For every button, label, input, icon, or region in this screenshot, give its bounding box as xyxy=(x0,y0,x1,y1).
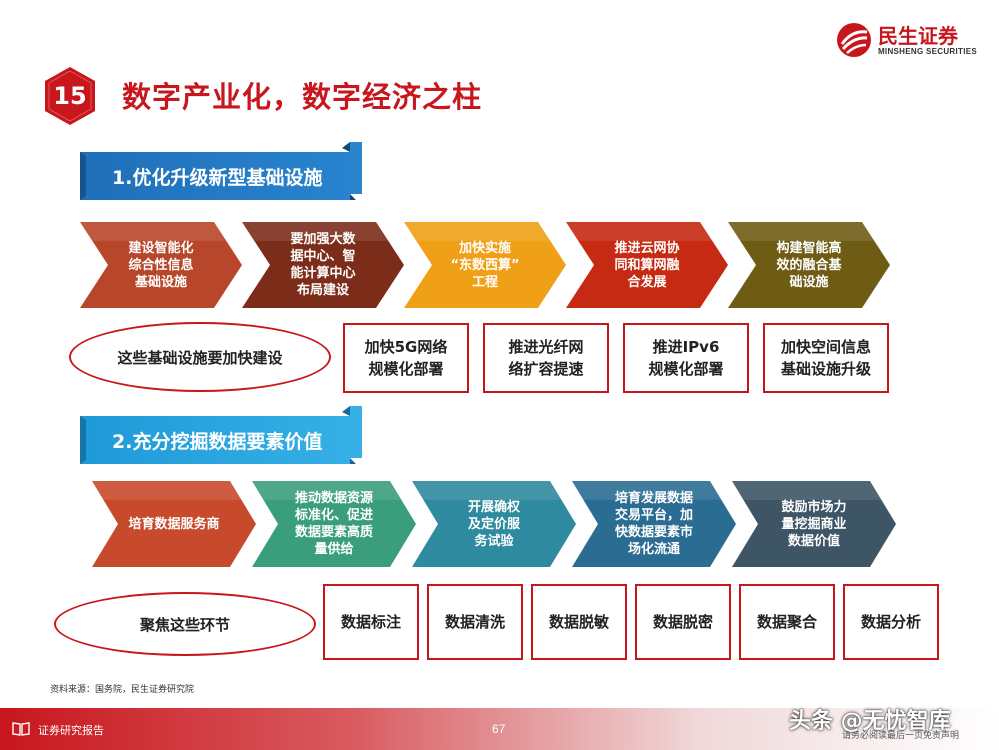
section2-box: 数据脱密 xyxy=(635,584,731,660)
page-title: 数字产业化，数字经济之柱 xyxy=(122,80,483,114)
section2-box: 数据脱敏 xyxy=(531,584,627,660)
section2-chevron-shape xyxy=(92,481,256,567)
section2-step-label: 培育数据服务商 xyxy=(128,516,220,532)
section2-chevron-shape xyxy=(252,481,416,567)
section-number: 15 xyxy=(53,82,87,110)
section1-box: 推进光纤网 络扩容提速 xyxy=(483,323,609,393)
section1-title: 1.优化升级新型基础设施 xyxy=(112,166,323,189)
brand-logo: 民生证券 MINSHENG SECURITIES xyxy=(836,22,977,58)
section1-step-label: 推进云网协 同和算网融 合发展 xyxy=(614,240,680,290)
section2-summary-ellipse: 聚焦这些环节 xyxy=(54,592,316,656)
footer-label: 证券研究报告 xyxy=(38,724,104,737)
section2-box: 数据标注 xyxy=(323,584,419,660)
section1-step-label: 加快实施 “东数西算” 工程 xyxy=(450,240,520,290)
section1-chevron-shape xyxy=(566,222,728,308)
section2-chevron-shape xyxy=(732,481,896,567)
section1-banner: 1.优化升级新型基础设施 xyxy=(80,142,362,204)
footer-bar: 证券研究报告 67 请务必阅读最后一页免责声明 xyxy=(0,708,999,750)
source-note: 资料来源：国务院，民生证券研究院 xyxy=(50,685,195,695)
brand-name-en: MINSHENG SECURITIES xyxy=(877,46,977,56)
section2-chevron-shape xyxy=(412,481,576,567)
section1-box: 加快空间信息 基础设施升级 xyxy=(763,323,889,393)
section2-step-label: 培育发展数据 交易平台，加 快数据要素市 场化流通 xyxy=(614,491,693,557)
section1-step-label: 构建智能高 效的融合基 础设施 xyxy=(776,240,842,290)
minsheng-logo-icon xyxy=(836,23,871,57)
section2-box: 数据清洗 xyxy=(427,584,523,660)
section1-chevron-shape xyxy=(404,222,566,308)
section2-chevron-shape xyxy=(572,481,736,567)
section1-chevron-shape xyxy=(728,222,890,308)
section1-step-label: 要加强大数 据中心、智 能计算中心 布局建设 xyxy=(290,232,356,298)
section1-step-label: 建设智能化 综合性信息 基础设施 xyxy=(128,240,194,290)
section-number-badge xyxy=(45,67,95,125)
section1-box: 加快5G网络 规模化部署 xyxy=(343,323,469,393)
section2-step-label: 鼓励市场力 量挖掘商业 数据价值 xyxy=(781,499,847,549)
book-icon xyxy=(12,722,30,736)
section1-chevron-shape xyxy=(242,222,404,308)
section2-box: 数据聚合 xyxy=(739,584,835,660)
section2-step-label: 推动数据资源 标准化、促进 数据要素高质 量供给 xyxy=(294,491,373,557)
page-number: 67 xyxy=(492,722,506,736)
section2-step-label: 开展确权 及定价服 务试验 xyxy=(467,499,520,549)
disclaimer-note: 请务必阅读最后一页免责声明 xyxy=(842,731,960,741)
section2-box: 数据分析 xyxy=(843,584,939,660)
section2-title: 2.充分挖掘数据要素价值 xyxy=(112,430,323,453)
section1-summary-ellipse: 这些基础设施要加快建设 xyxy=(69,322,331,392)
section2-banner: 2.充分挖掘数据要素价值 xyxy=(80,406,362,468)
section1-box: 推进IPv6 规模化部署 xyxy=(623,323,749,393)
brand-name-cn: 民生证券 xyxy=(877,23,958,48)
watermark: 头条 @无忧智库 xyxy=(789,709,951,734)
section1-chevron-shape xyxy=(80,222,242,308)
